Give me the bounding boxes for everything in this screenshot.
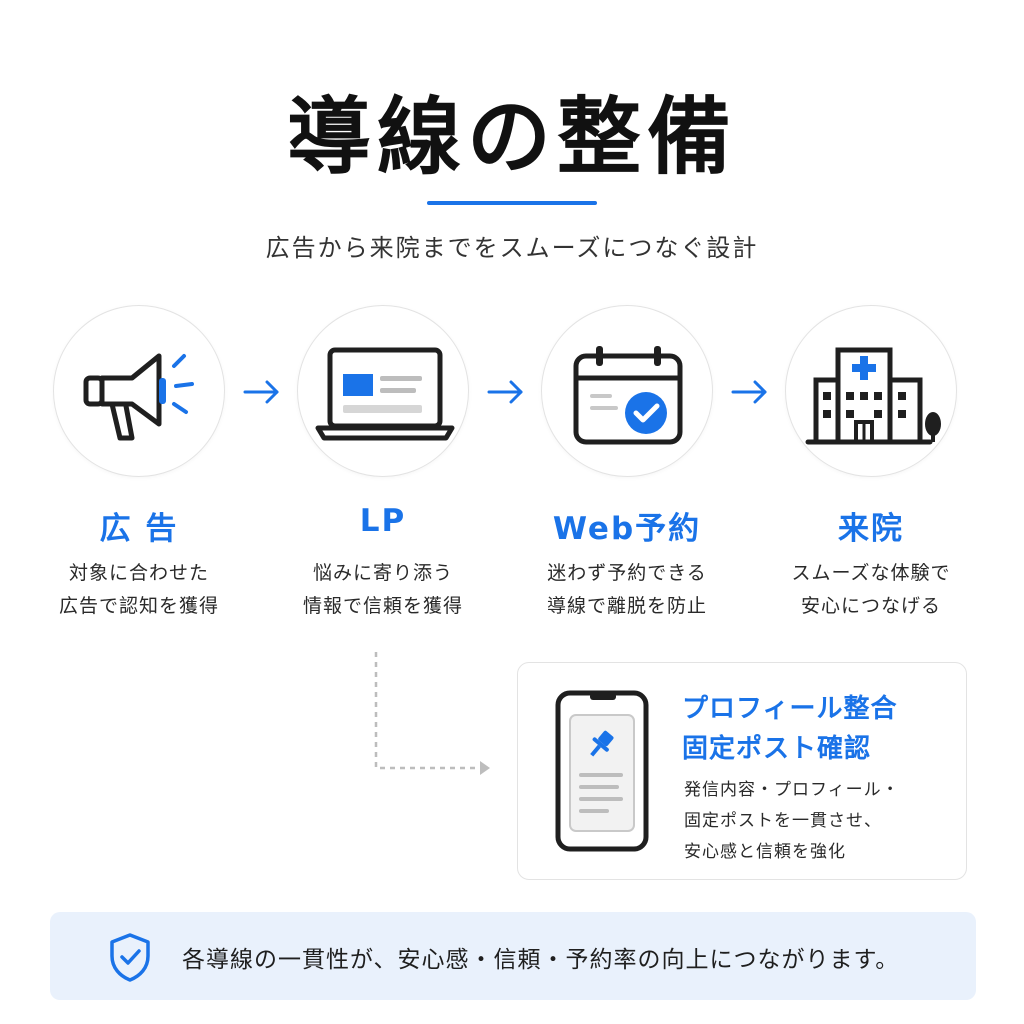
page-title: 導線の整備: [286, 88, 737, 186]
page-subtitle: 広告から来院までをスムーズにつなぐ設計: [265, 234, 759, 262]
step-desc-line: 情報で信頼を獲得: [302, 595, 463, 617]
step-desc-line: 安心につなげる: [800, 595, 941, 617]
dashed-connector-arrow: [374, 652, 490, 775]
step-desc-line: スムーズな体験で: [791, 562, 951, 584]
laptop-icon: [315, 347, 455, 441]
step-desc-web-reservation: 迷わず予約できる 導線で離脱を防止: [512, 557, 742, 623]
step-circle-lp: [297, 305, 469, 477]
card-desc-line: 安心感と信頼を強化: [684, 842, 846, 862]
footer-text: 各導線の一貫性が、安心感・信頼・予約率の向上につながります。: [182, 947, 900, 973]
step-desc-line: 対象に合わせた: [68, 562, 209, 584]
arrow-right-icon: [487, 380, 523, 404]
step-title-visit: 来院: [838, 511, 904, 547]
step-desc-line: 迷わず予約できる: [547, 562, 707, 584]
megaphone-icon: [83, 353, 194, 441]
step-desc-visit: スムーズな体験で 安心につなげる: [756, 557, 986, 623]
step-desc-lp: 悩みに寄り添う 情報で信頼を獲得: [268, 557, 498, 623]
footer-summary-band: 各導線の一貫性が、安心感・信頼・予約率の向上につながります。: [50, 912, 976, 1000]
step-title-web-reservation: Web予約: [552, 511, 702, 547]
step-title-lp: LP: [359, 503, 407, 539]
profile-card-desc: 発信内容・プロフィール・ 固定ポストを一貫させ、 安心感と信頼を強化: [684, 775, 964, 868]
card-title-line: 固定ポスト確認: [682, 734, 872, 764]
smartphone-pin-icon: [555, 690, 649, 852]
step-circle-web-reservation: [541, 305, 713, 477]
step-circle-visit: [785, 305, 957, 477]
card-desc-line: 発信内容・プロフィール・: [684, 780, 900, 800]
step-desc-ad: 対象に合わせた 広告で認知を獲得: [24, 557, 254, 623]
arrow-right-icon: [731, 380, 767, 404]
step-desc-line: 導線で離脱を防止: [546, 595, 707, 617]
hospital-icon: [805, 347, 941, 445]
profile-card-title: プロフィール整合 固定ポスト確認: [682, 689, 962, 769]
profile-check-card: プロフィール整合 固定ポスト確認 発信内容・プロフィール・ 固定ポストを一貫させ…: [517, 662, 967, 880]
calendar-check-icon: [573, 346, 683, 445]
card-title-line: プロフィール整合: [682, 694, 898, 724]
step-desc-line: 悩みに寄り添う: [312, 562, 453, 584]
step-desc-line: 広告で認知を獲得: [58, 595, 219, 617]
step-title-ad: 広 告: [99, 511, 179, 547]
title-underline: [427, 201, 597, 205]
shield-check-icon: [110, 933, 150, 982]
card-desc-line: 固定ポストを一貫させ、: [684, 811, 882, 831]
arrow-right-icon: [243, 380, 279, 404]
step-circle-ad: [53, 305, 225, 477]
